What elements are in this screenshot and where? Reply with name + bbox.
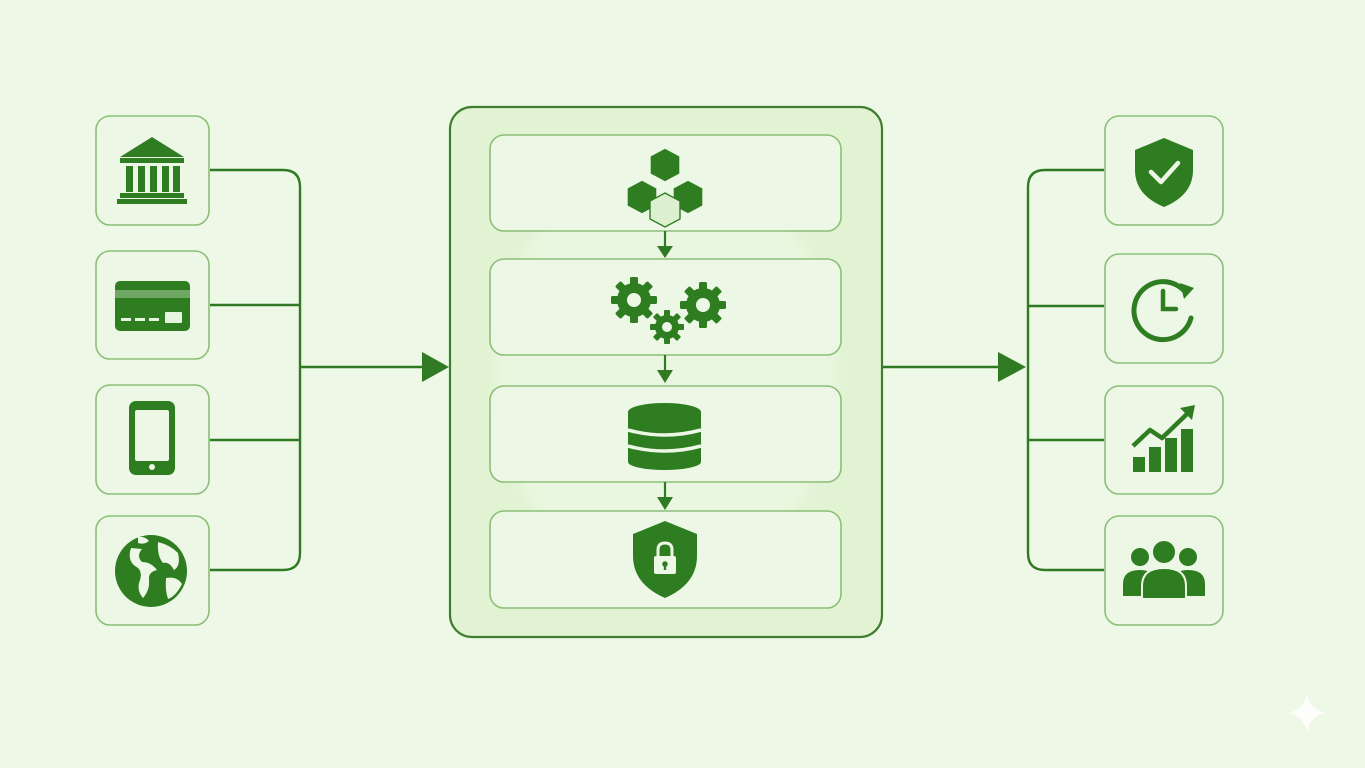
arrow-out-of-pipeline [998, 352, 1026, 382]
cubes-icon [626, 147, 704, 228]
stage-arrow-3 [657, 482, 673, 510]
stage-arrow-1 [657, 231, 673, 258]
globe-icon [115, 535, 187, 607]
users-group-icon [1123, 539, 1205, 600]
output-card-growth [1104, 385, 1224, 495]
input-connectors [210, 168, 424, 572]
sparkle-icon [1288, 694, 1326, 732]
clock-refresh-icon [1131, 279, 1194, 343]
bank-icon [117, 137, 187, 204]
shield-check-icon [1135, 138, 1193, 207]
output-connectors [882, 168, 1104, 572]
stage-arrow-2 [657, 355, 673, 383]
credit-card-icon [115, 281, 190, 331]
gears-icon [611, 277, 726, 344]
stage-arrows [657, 231, 673, 510]
mobile-phone-icon [129, 401, 175, 475]
lock-shield-icon [633, 521, 697, 598]
growth-chart-icon [1131, 405, 1195, 472]
arrow-into-pipeline [422, 352, 449, 382]
database-icon [627, 403, 702, 470]
output-connector-1 [1026, 168, 1104, 572]
input-connector-1 [210, 168, 302, 572]
